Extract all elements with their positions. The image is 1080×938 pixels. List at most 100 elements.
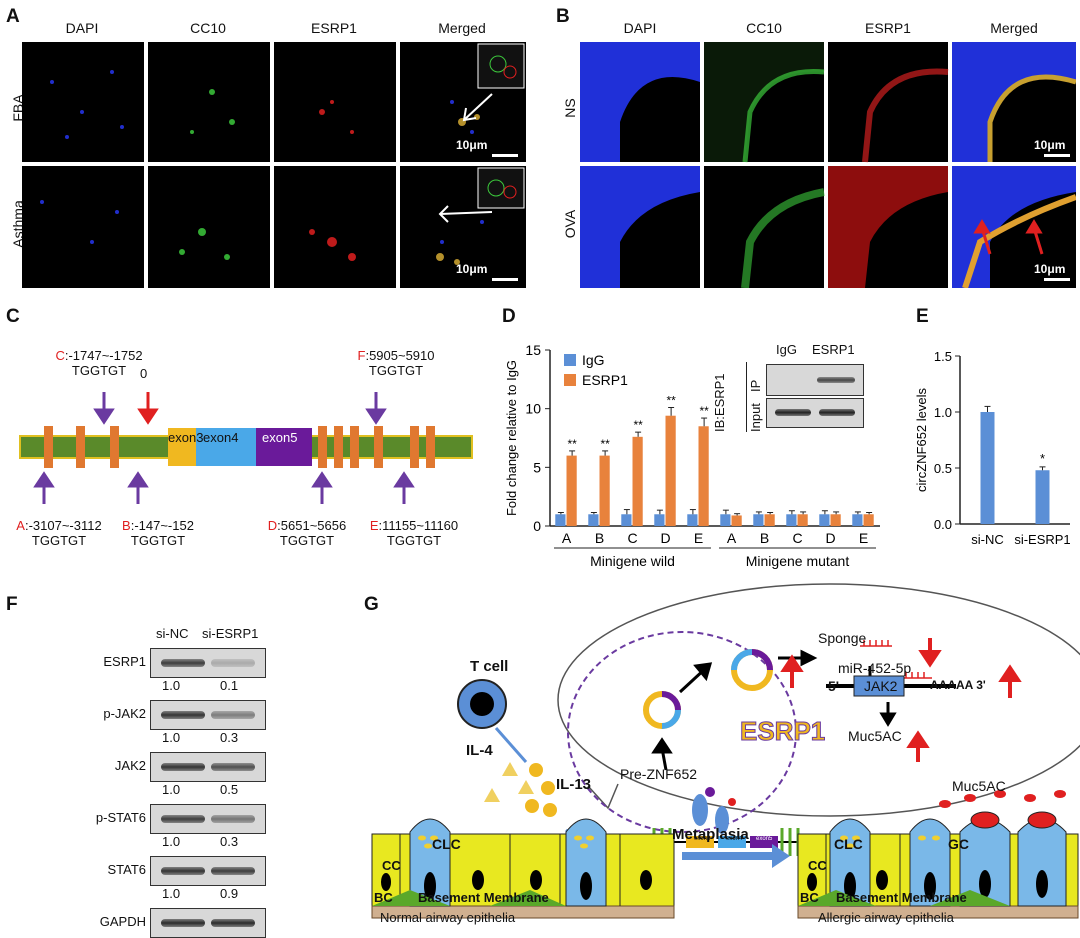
blot-col-igg: IgG [776, 342, 797, 357]
panel-f-label: F [6, 594, 18, 615]
panel-b-header-merged: Merged [990, 20, 1038, 36]
panel-g-schematic [371, 583, 1080, 919]
f-value-sinc: 1.0 [162, 782, 181, 797]
mini-exon5: exon5 [756, 836, 773, 842]
il4-label: IL-4 [466, 742, 493, 759]
significance-mark: * [1040, 451, 1045, 466]
panel-c-label: C [6, 306, 20, 327]
exon5-label: exon5 [262, 430, 298, 445]
bar [599, 455, 610, 526]
blot-col-esrp1: ESRP1 [812, 342, 855, 357]
bar [720, 514, 731, 526]
x-tick-label: B [760, 530, 769, 546]
f-value-siesrp1: 0.1 [220, 678, 239, 693]
f-value-sinc: 1.0 [162, 834, 181, 849]
blot-ip-label: IP [748, 379, 763, 392]
f-row-label: p-STAT6 [95, 810, 146, 825]
f-row-label: GAPDH [99, 914, 146, 929]
f-band [211, 763, 255, 771]
f-row-label: p-JAK2 [103, 706, 146, 721]
bar [852, 514, 863, 526]
x-tick-label: A [727, 530, 737, 546]
basement-label-2: Basement Membrane [836, 890, 967, 905]
cc-label-2: CC [808, 858, 827, 873]
y-tick-label: 0.5 [934, 461, 952, 476]
jak2-box-label: JAK2 [864, 678, 898, 694]
polya-label: AAAAA 3' [930, 678, 986, 692]
gc-label: GC [948, 836, 969, 852]
bar [566, 455, 577, 526]
panel-a-scale-2: 10μm [456, 262, 488, 276]
panel-b-header-esrp1: ESRP1 [865, 20, 911, 36]
esrp1-label: ESRP1 [739, 716, 826, 747]
blot-ip [766, 364, 864, 396]
bar [621, 514, 632, 526]
f-row-label: JAK2 [114, 758, 146, 773]
panel-b-header-dapi: DAPI [623, 20, 657, 36]
x-tick-label: si-NC [971, 532, 1004, 547]
panel-b-scale-1: 10μm [1034, 138, 1066, 152]
bc-label: BC [374, 890, 393, 905]
bc-label-2: BC [800, 890, 819, 905]
f-band [161, 919, 205, 927]
blot-input [766, 398, 864, 428]
f-band [211, 659, 255, 667]
f-band [211, 867, 255, 875]
il13-label: IL-13 [556, 776, 592, 793]
panel-b-row-ns: NS [562, 98, 578, 118]
significance-mark: ** [567, 437, 577, 451]
blot-ib-label: IB:ESRP1 [712, 373, 727, 432]
legend-swatch [564, 354, 576, 366]
bar [588, 514, 599, 526]
panel-a-header-dapi: DAPI [65, 20, 99, 36]
legend-label: IgG [582, 352, 605, 368]
y-tick-label: 1.5 [934, 349, 952, 364]
panel-b-micrographs [580, 42, 1076, 288]
x-tick-label: D [660, 530, 670, 546]
allergic-label: Allergic airway epithelia [818, 910, 954, 925]
bar [786, 514, 797, 526]
panel-a-header-cc10: CC10 [190, 20, 226, 36]
muc5ac-label: Muc5AC [848, 728, 902, 744]
f-value-siesrp1: 0.9 [220, 886, 239, 901]
exon4-label: exon4 [203, 430, 239, 445]
y-tick-label: 15 [525, 342, 541, 358]
bar [797, 514, 808, 526]
f-row-label: ESRP1 [103, 654, 146, 669]
cc-label: CC [382, 858, 401, 873]
f-value-sinc: 1.0 [162, 886, 181, 901]
f-blot [150, 908, 266, 938]
zero-label: 0 [140, 366, 148, 381]
significance-mark: ** [633, 418, 643, 432]
significance-mark: ** [666, 393, 676, 407]
basement-label: Basement Membrane [418, 890, 549, 905]
bar [665, 415, 676, 526]
normal-label: Normal airway epithelia [380, 910, 516, 925]
significance-mark: ** [699, 404, 709, 418]
y-tick-label: 0 [533, 518, 541, 534]
panel-a-header-esrp1: ESRP1 [311, 20, 357, 36]
f-value-sinc: 1.0 [162, 730, 181, 745]
metaplasia-label: Metaplasia [672, 826, 749, 843]
bar [731, 515, 742, 526]
x-tick-label: si-ESRP1 [1014, 532, 1070, 547]
panel-a-header-merged: Merged [438, 20, 486, 36]
x-tick-label: E [859, 530, 868, 546]
f-blot [150, 648, 266, 678]
f-value-siesrp1: 0.5 [220, 782, 239, 797]
bar [753, 514, 764, 526]
blot-bracket [746, 362, 747, 432]
panel-b-header-cc10: CC10 [746, 20, 782, 36]
y-tick-label: 5 [533, 459, 541, 475]
y-axis-label: circZNF652 levels [914, 387, 929, 492]
group-label-mutant: Minigene mutant [746, 553, 850, 569]
panel-e-label: E [916, 306, 929, 327]
panel-a-scale-1: 10μm [456, 138, 488, 152]
panel-b-row-ova: OVA [562, 209, 578, 239]
